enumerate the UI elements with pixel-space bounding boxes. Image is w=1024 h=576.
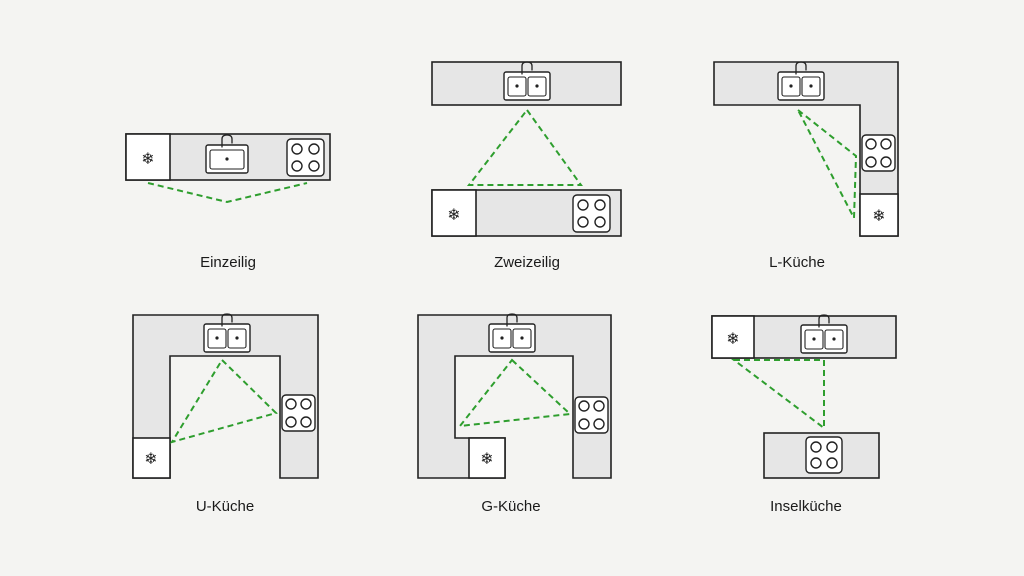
layout-label: L-Küche (769, 254, 825, 271)
sink-icon (488, 313, 536, 353)
layout-label: Zweizeilig (494, 254, 560, 271)
fridge (132, 437, 171, 479)
work-triangle (466, 108, 583, 186)
work-triangle (797, 109, 858, 222)
fridge (859, 193, 899, 237)
snowflake-icon: ❄ (872, 208, 885, 225)
layout-einzeilig: ❄ Einzeilig (125, 133, 331, 271)
layout-label: Einzeilig (200, 254, 256, 271)
fridge (468, 437, 506, 479)
sink-icon (777, 61, 825, 101)
sink-icon (800, 314, 848, 354)
fridge (711, 315, 755, 359)
snowflake-icon: ❄ (141, 151, 154, 168)
sink-icon (205, 134, 249, 174)
sink-icon (203, 313, 251, 353)
hob-icon (281, 394, 316, 432)
layout-label: Inselküche (770, 498, 842, 515)
layout-label: G-Küche (481, 498, 540, 515)
layout-l-kueche: ❄ L-Küche (713, 61, 899, 271)
work-triangle (169, 358, 278, 444)
hob-icon (861, 134, 896, 172)
layout-inselkueche: ❄ Inselküche (711, 314, 897, 515)
layout-u-kueche: ❄ U-Küche (132, 313, 319, 515)
snowflake-icon: ❄ (726, 331, 739, 348)
work-triangle (457, 358, 573, 428)
hob-icon (574, 396, 609, 434)
sink-icon (503, 61, 551, 101)
fridge (431, 189, 477, 237)
snowflake-icon: ❄ (480, 451, 493, 468)
layout-zweizeilig: ❄ Zweizeilig (431, 61, 622, 271)
fridge (125, 133, 171, 181)
hob-icon (286, 138, 325, 177)
work-triangle (731, 359, 825, 431)
hob-icon (805, 436, 843, 474)
snowflake-icon: ❄ (144, 451, 157, 468)
hob-icon (572, 194, 611, 233)
layout-label: U-Küche (196, 498, 254, 515)
layout-g-kueche: ❄ G-Küche (417, 313, 612, 515)
work-triangle (147, 182, 308, 204)
snowflake-icon: ❄ (447, 207, 460, 224)
